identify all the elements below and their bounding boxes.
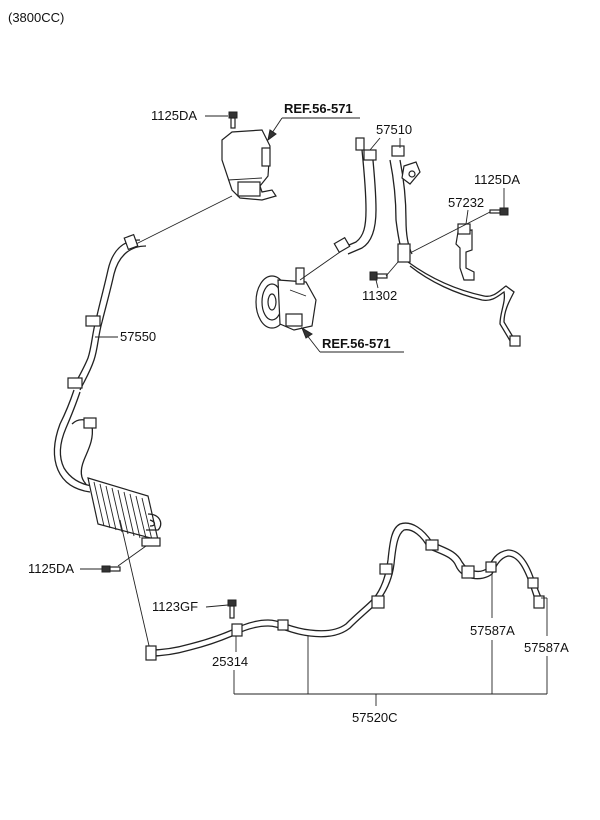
ref-label-pump: REF.56-571 (322, 336, 391, 351)
label-1123gf: 1123GF (152, 599, 198, 614)
label-57232: 57232 (448, 195, 484, 210)
label-57550: 57550 (120, 329, 156, 344)
power-steering-pump (255, 267, 317, 331)
return-tube (145, 522, 545, 661)
cooler-bolt-icon (101, 565, 121, 573)
return-hose (67, 233, 147, 391)
label-57520c: 57520C (352, 710, 398, 725)
pressure-hose (333, 137, 521, 347)
assembly-bracket-lines (233, 636, 548, 706)
label-57510: 57510 (376, 122, 412, 137)
bracket-bolt-icon (489, 207, 509, 216)
label-1125da-bracket-bolt: 1125DA (474, 172, 520, 187)
pump-bolt-icon (369, 271, 388, 281)
reservoir (221, 129, 277, 201)
label-57587a-1: 57587A (470, 623, 515, 638)
cooler-hose (53, 389, 97, 493)
bracket (455, 223, 475, 281)
engine-label: (3800CC) (8, 10, 64, 25)
clamp-bolt-icon (227, 599, 237, 619)
label-11302: 11302 (362, 288, 397, 303)
label-25314: 25314 (212, 654, 248, 669)
reservoir-bolt-icon (228, 111, 238, 129)
label-1125da-reservoir-bolt: 1125DA (151, 108, 197, 123)
ref-label-reservoir: REF.56-571 (284, 101, 353, 116)
label-1125da-cooler-bolt: 1125DA (28, 561, 74, 576)
label-57587a-2: 57587A (524, 640, 569, 655)
oil-cooler (87, 477, 162, 547)
